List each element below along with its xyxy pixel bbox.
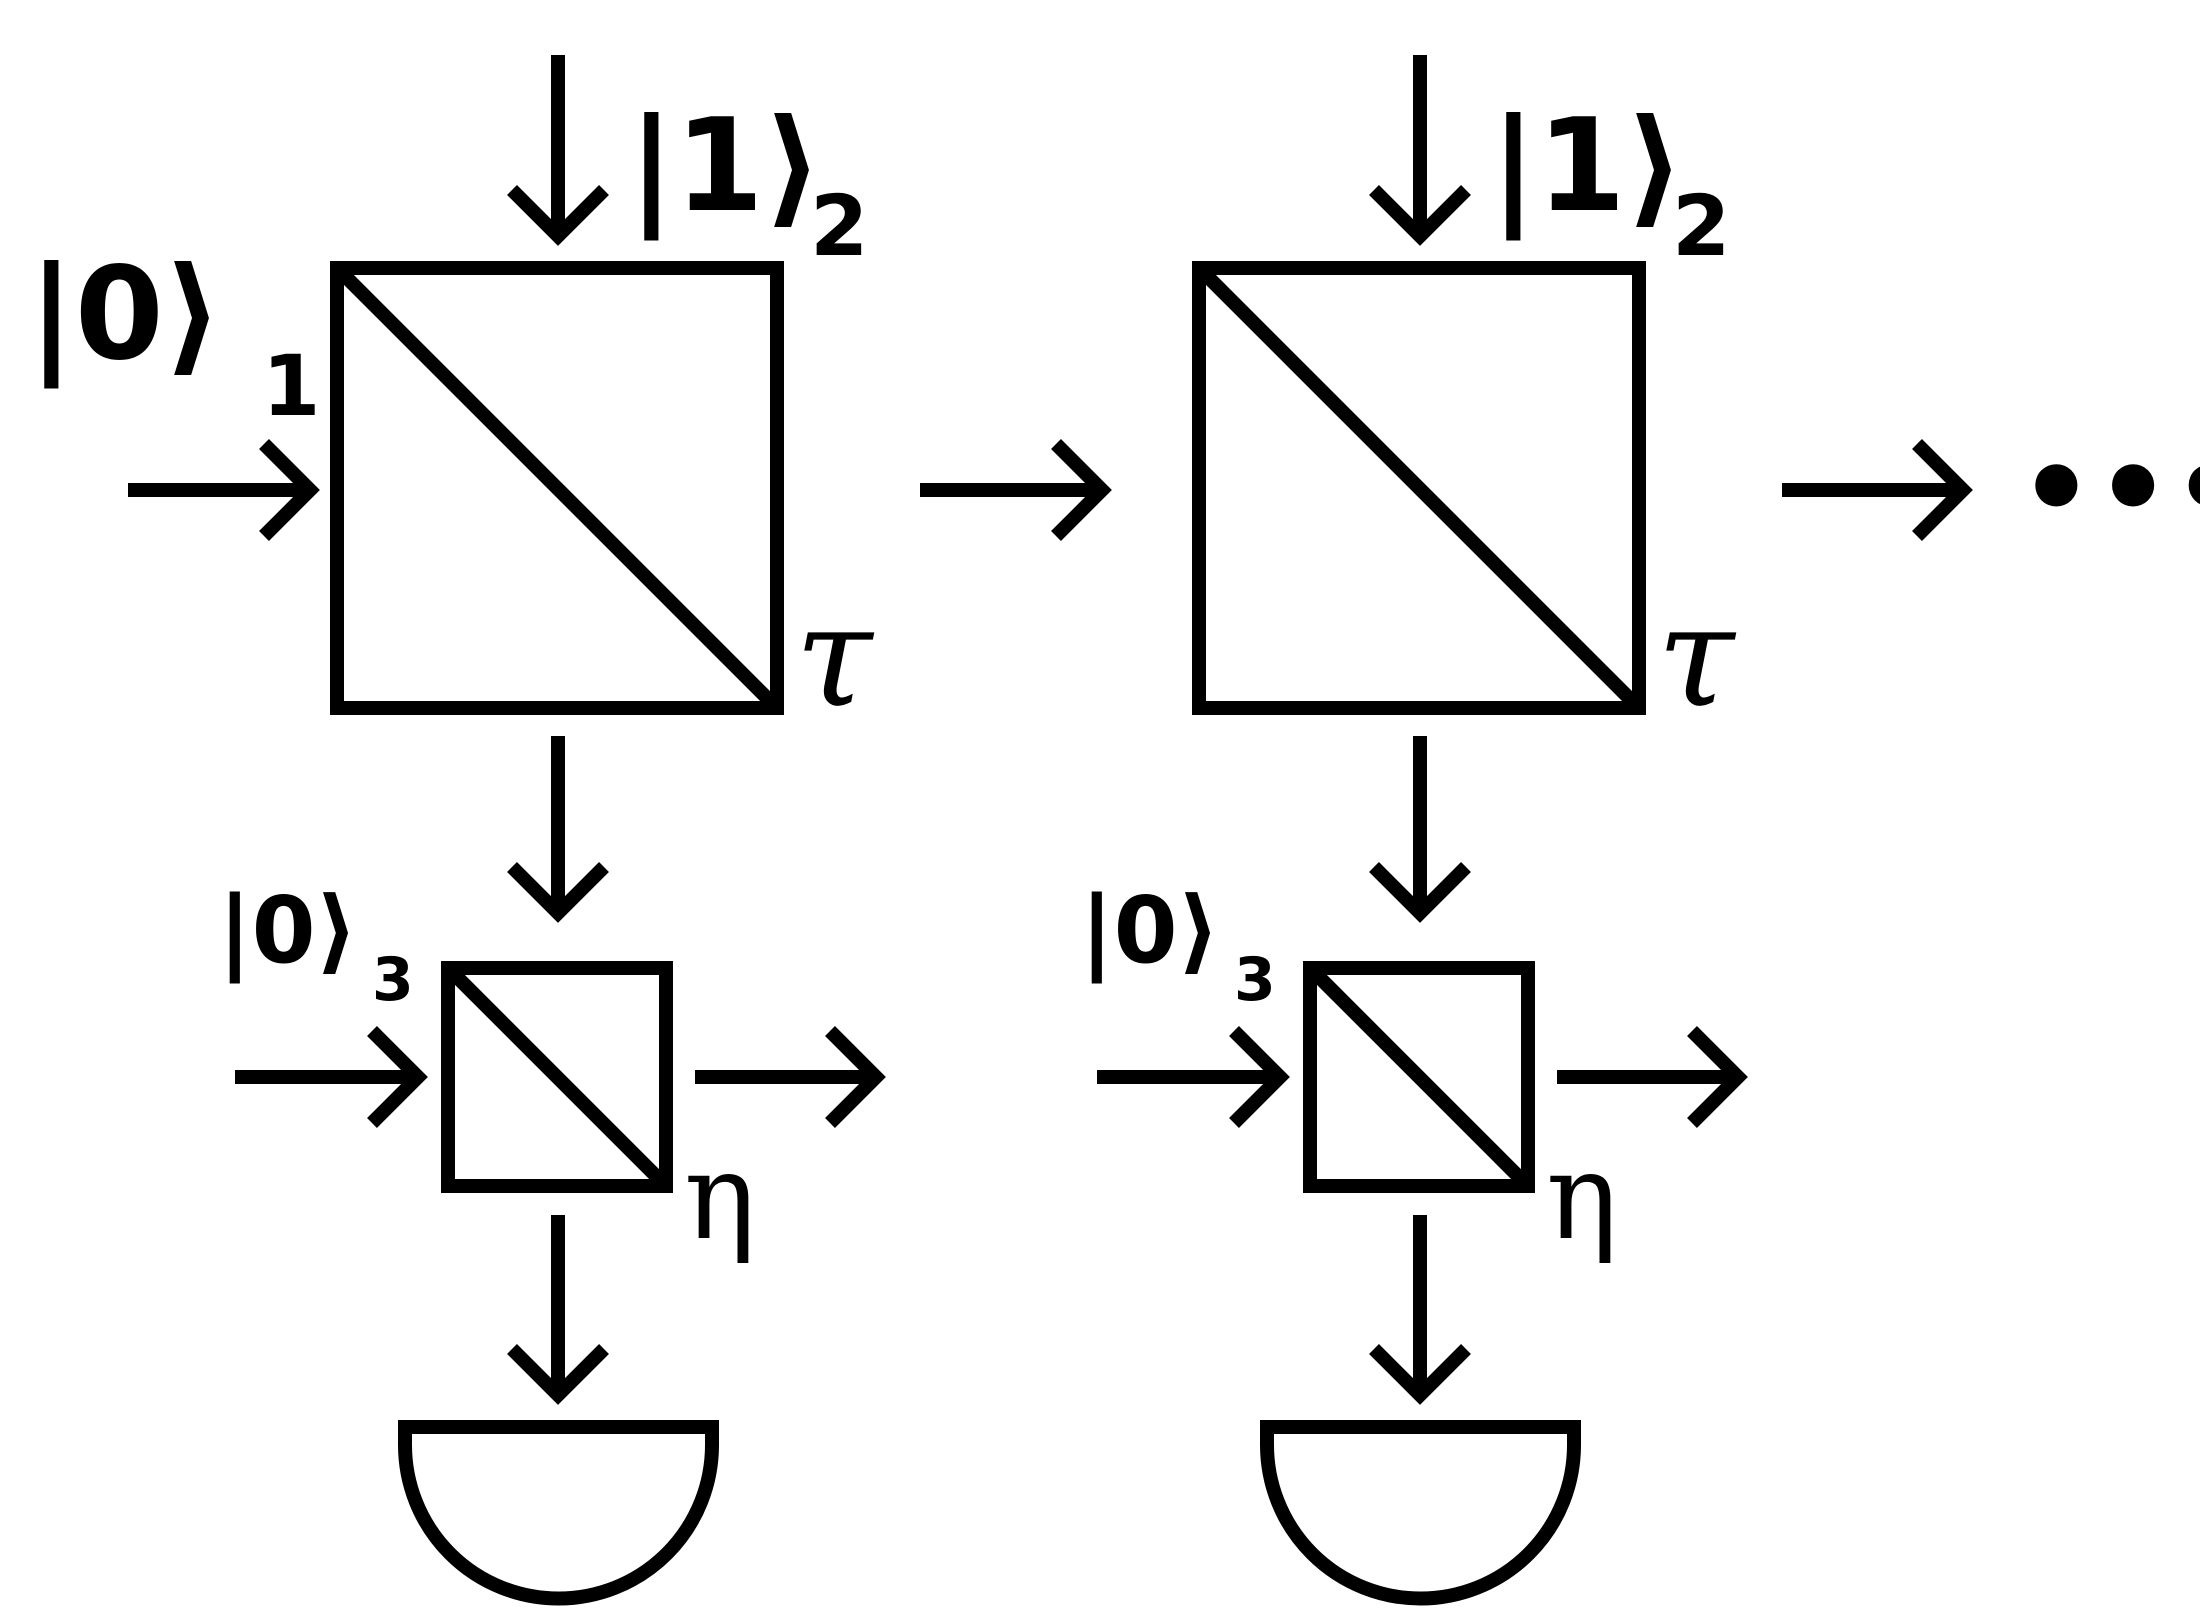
aux-ket-subscript: 3 [372,945,414,1015]
detector-efficiency-label: η [1546,1128,1618,1267]
aux-ket-label: |0⟩ [218,877,358,984]
arrow-icon [507,1215,609,1405]
arrow-icon [1782,439,1973,541]
beamsplitter-icon [1303,961,1535,1193]
detector-efficiency-label: η [684,1128,756,1267]
aux-ket: |0⟩ 3 [1080,877,1276,1015]
input-ket-top-label: |1⟩ [1490,92,1684,241]
arrow-icon [920,439,1112,541]
aux-ket-subscript: 3 [1234,945,1276,1015]
beamsplitter-icon [441,961,673,1193]
arrow-icon [507,736,609,923]
input-ket-top-subscript: 2 [1672,177,1730,275]
arrow-icon [1097,1026,1290,1128]
arrow-icon [695,1026,886,1128]
stage-1: |0⟩ 1 |1⟩ 2 τ |0⟩ 3 [28,55,886,1606]
input-ket-main-label: |0⟩ [28,240,222,389]
detector-icon [1260,1420,1581,1606]
beamsplitter-transmissivity-label: τ [1657,576,1737,739]
input-ket-top: |1⟩ 2 [1490,92,1730,275]
beamsplitter-transmissivity-label: τ [795,576,875,739]
aux-ket: |0⟩ 3 [218,877,414,1015]
input-ket-top: |1⟩ 2 [628,92,868,275]
continuation-ellipsis: ••• [2018,420,2200,559]
stage-2: |1⟩ 2 τ |0⟩ 3 η [1080,55,1748,1606]
input-ket-top-label: |1⟩ [628,92,822,241]
arrow-icon [1557,1026,1748,1128]
arrow-icon [1369,1215,1471,1405]
aux-ket-label: |0⟩ [1080,877,1220,984]
arrow-icon [1369,55,1471,246]
input-ket-main-subscript: 1 [262,337,320,435]
beamsplitter-icon [1192,261,1646,715]
beamsplitter-icon [330,261,784,715]
detector-icon [398,1420,719,1606]
arrow-icon [507,55,609,246]
input-ket-main: |0⟩ 1 [28,240,320,435]
input-ket-top-subscript: 2 [810,177,868,275]
arrow-icon [235,1026,428,1128]
arrow-icon [1369,736,1471,923]
arrow-icon [128,439,320,541]
